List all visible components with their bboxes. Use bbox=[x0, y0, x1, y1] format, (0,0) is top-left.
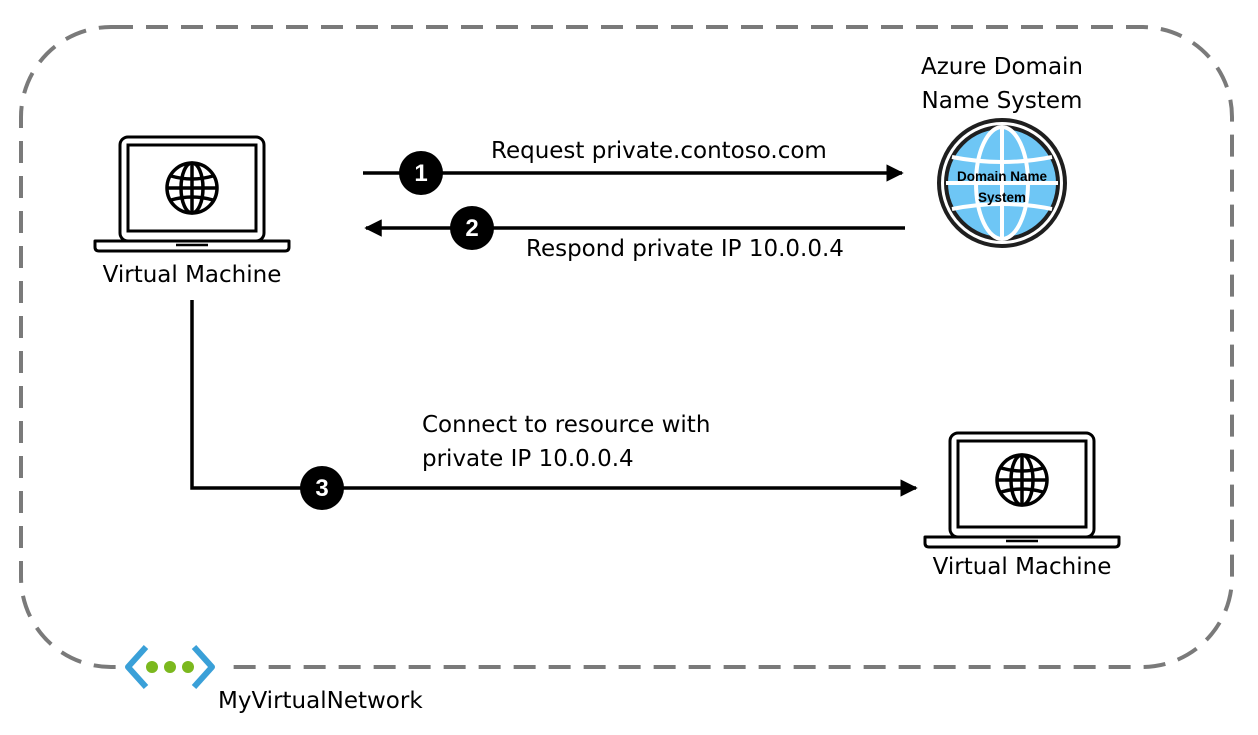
step-2-number: 2 bbox=[465, 215, 478, 242]
step-3-badge: 3 bbox=[300, 466, 344, 510]
dns-title-line1: Azure Domain bbox=[920, 54, 1084, 80]
dns-icon-text-line2: System bbox=[978, 190, 1026, 205]
step-1-label: Request private.contoso.com bbox=[491, 138, 827, 164]
step-2-badge: 2 bbox=[450, 206, 494, 250]
step-1-number: 1 bbox=[414, 160, 427, 187]
laptop-globe-icon bbox=[93, 135, 291, 253]
step-1-badge: 1 bbox=[399, 151, 443, 195]
step-3-label-line2: private IP 10.0.0.4 bbox=[422, 446, 634, 472]
source-vm-label: Virtual Machine bbox=[102, 262, 282, 288]
virtual-network-boundary bbox=[19, 25, 1234, 669]
step-3-label: Connect to resource with private IP 10.0… bbox=[422, 408, 710, 476]
step-3-arrow bbox=[190, 300, 918, 497]
virtual-network-icon bbox=[125, 644, 215, 690]
dns-icon-text-line1: Domain Name bbox=[957, 169, 1048, 184]
dns-globe-icon bbox=[937, 118, 1067, 248]
dns-title: Azure Domain Name System bbox=[902, 50, 1102, 118]
laptop-globe-icon bbox=[923, 431, 1121, 549]
step-2-label: Respond private IP 10.0.0.4 bbox=[526, 236, 844, 262]
step-3-label-line1: Connect to resource with bbox=[422, 412, 711, 438]
network-label: MyVirtualNetwork bbox=[218, 688, 423, 714]
target-vm-label: Virtual Machine bbox=[932, 554, 1112, 580]
dns-title-line2: Name System bbox=[921, 88, 1083, 114]
step-3-number: 3 bbox=[315, 475, 328, 502]
